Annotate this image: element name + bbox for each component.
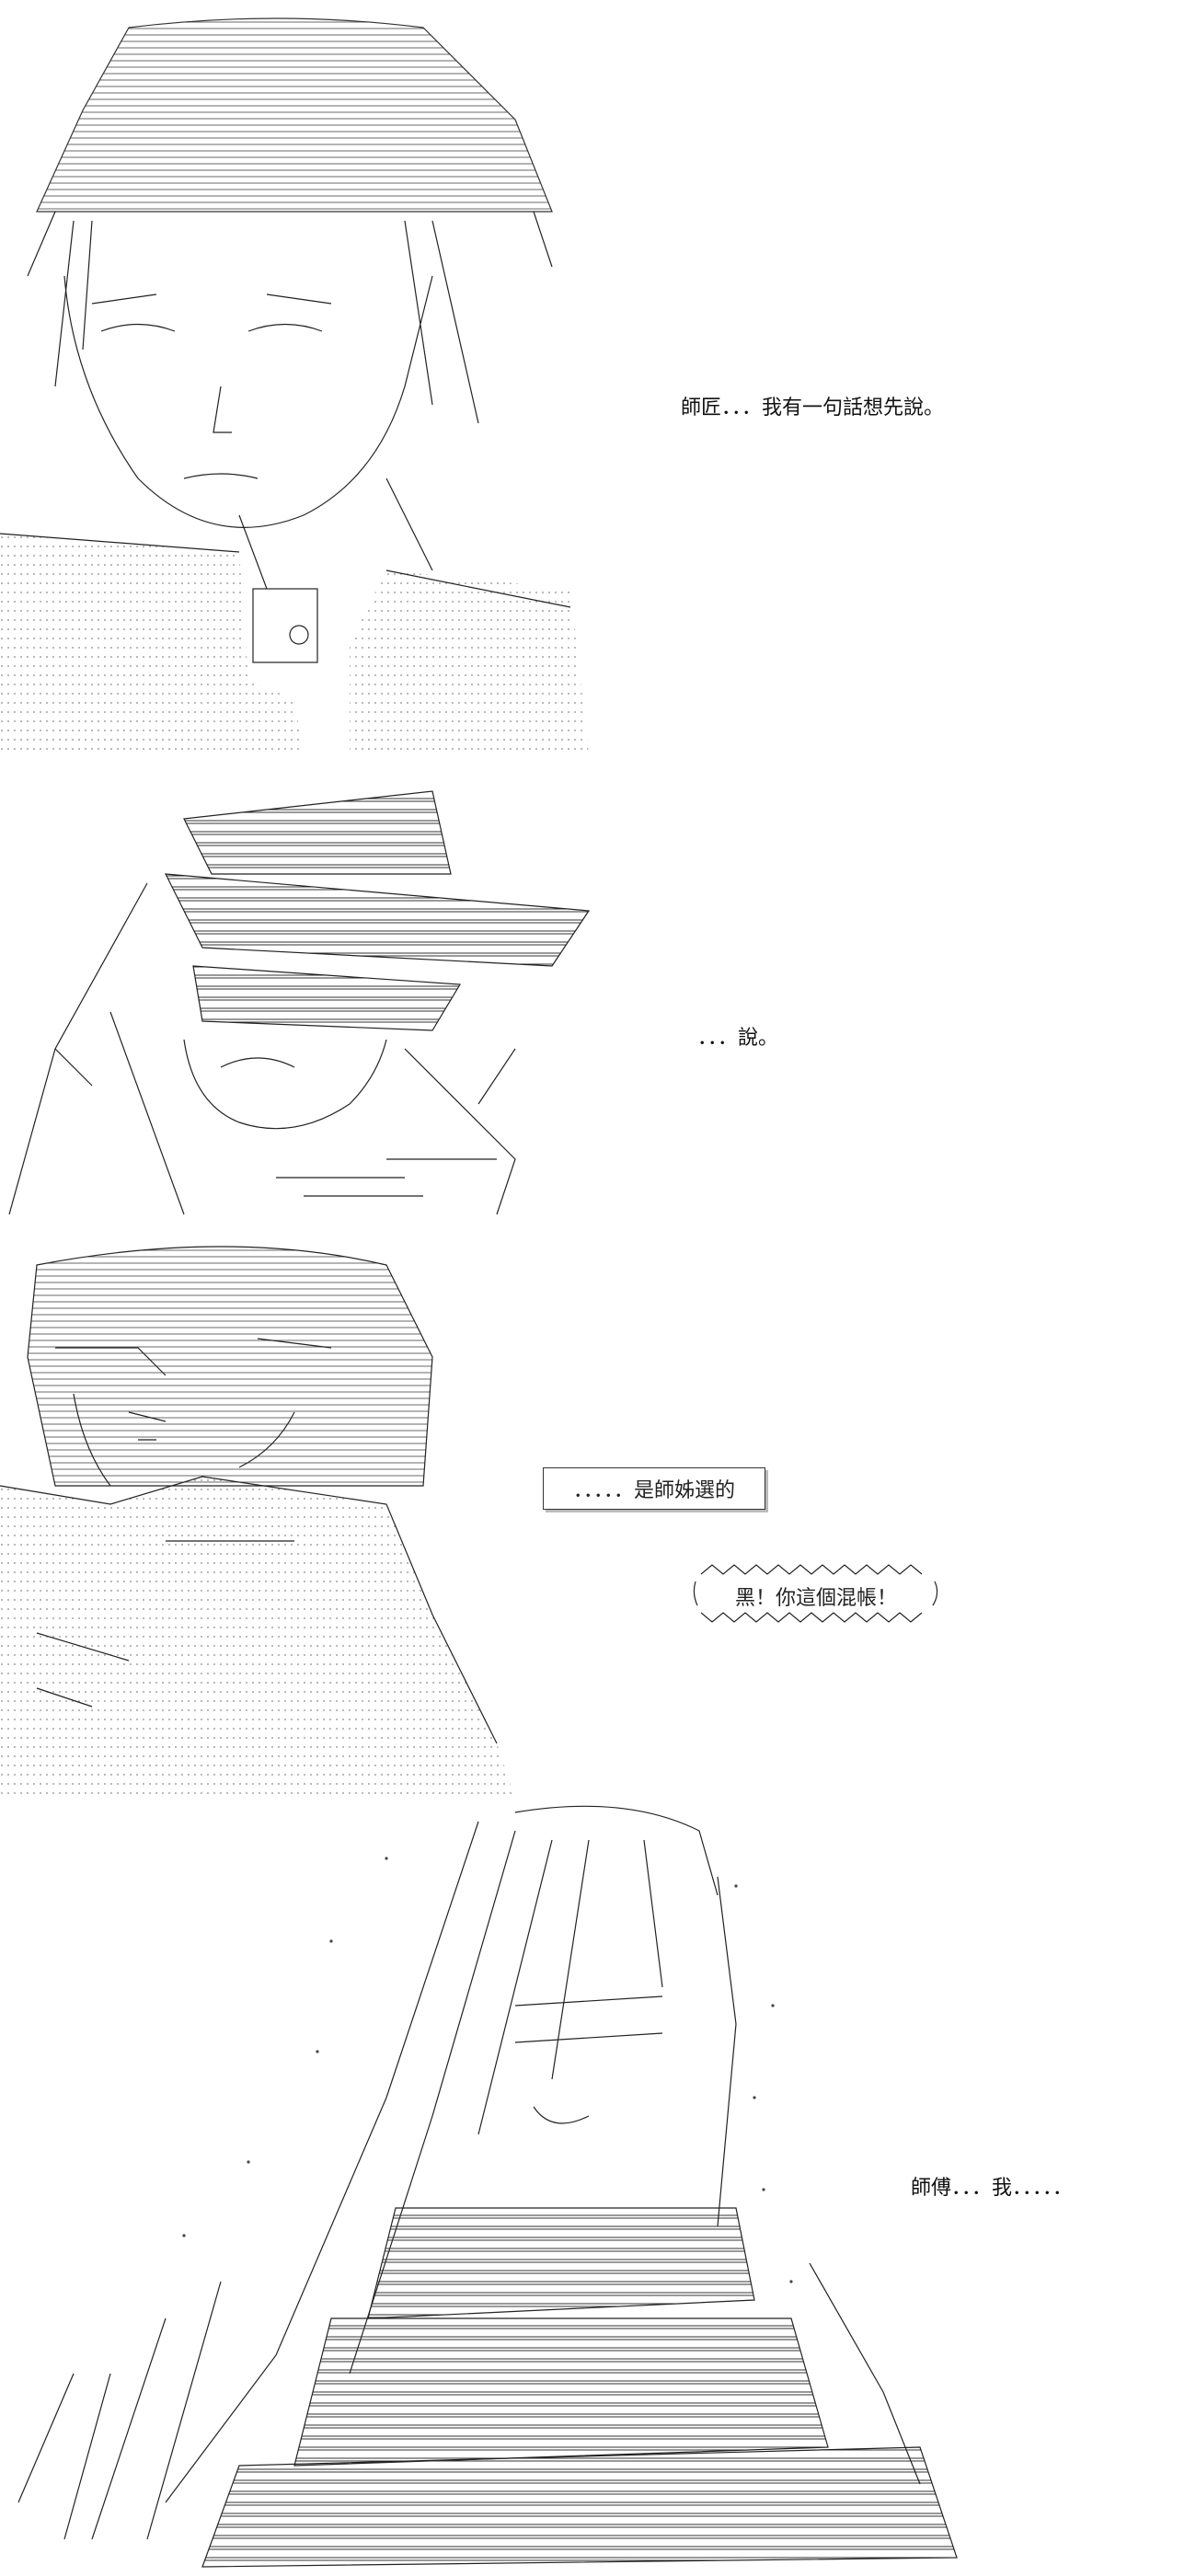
ascii-art-figure-4 (0, 1803, 994, 2576)
shout-bubble-outline (693, 1564, 938, 1623)
ascii-art-figure-1 (0, 0, 589, 754)
panel-3: ．．．．．是師姊選的 黑！你這個混帳！ (0, 1228, 1196, 1799)
speech-text: 師傅．．．我．．．．． (911, 2177, 1074, 2200)
panel-4: 師傅．．．我．．．．． (0, 1803, 1196, 2576)
ascii-art-figure-2 (0, 773, 607, 1214)
panel-2: ．．．說。 (0, 773, 1196, 1214)
panel-1: 師匠．．．我有一句話想先說。 (0, 0, 1196, 754)
speech-box: ．．．．．是師姊選的 (543, 1467, 765, 1510)
ascii-art-figure-3 (0, 1228, 534, 1799)
speech-text: ．．．說。 (697, 1027, 779, 1050)
shout-text: 黑！你這個混帳！ (734, 1587, 897, 1610)
shout-bubble: 黑！你這個混帳！ (692, 1563, 940, 1624)
speech-text: 師匠．．．我有一句話想先說。 (681, 397, 945, 420)
speech-box-text: ．．．．．是師姊選的 (572, 1479, 735, 1502)
